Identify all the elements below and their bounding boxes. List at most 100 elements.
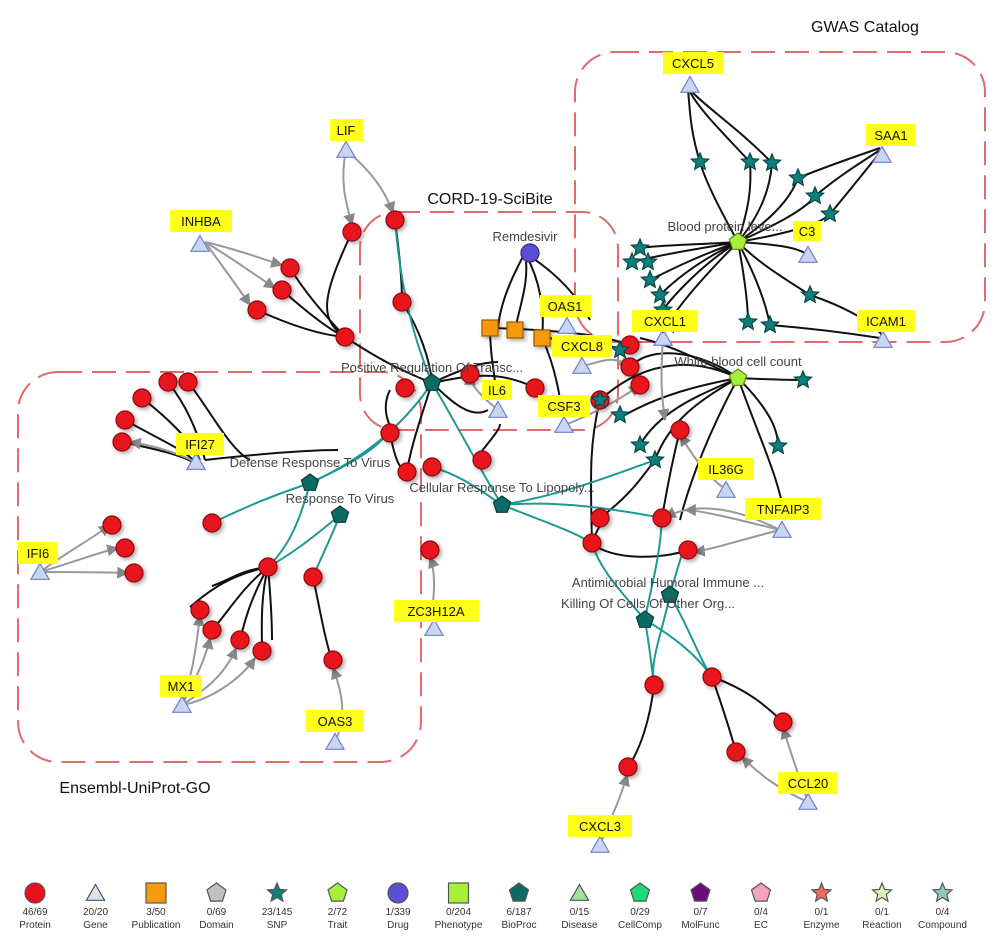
gene-node-3[interactable] [797, 245, 819, 263]
snp-node-20[interactable] [644, 449, 666, 469]
bioproc-node-1[interactable] [422, 373, 442, 391]
gene-label-cxcl3[interactable]: CXCL3 [568, 815, 632, 837]
protein-node-5[interactable] [272, 280, 292, 300]
protein-node-32[interactable] [620, 357, 640, 377]
gene-node-12[interactable] [185, 452, 207, 470]
gene-node-5[interactable] [335, 140, 357, 158]
gene-label-tnfaip3[interactable]: TNFAIP3 [745, 498, 821, 520]
gene-label-cxcl1[interactable]: CXCL1 [632, 310, 698, 332]
protein-node-13[interactable] [380, 423, 400, 443]
protein-node-11[interactable] [115, 410, 135, 430]
gene-label-csf3[interactable]: CSF3 [538, 395, 590, 417]
protein-node-9[interactable] [158, 372, 178, 392]
protein-node-27[interactable] [420, 540, 440, 560]
snp-node-9[interactable] [737, 311, 759, 331]
protein-node-24[interactable] [230, 630, 250, 650]
gene-label-ifi6[interactable]: IFI6 [18, 542, 58, 564]
protein-node-23[interactable] [202, 620, 222, 640]
protein-node-42[interactable] [726, 742, 746, 762]
bioproc-node-5[interactable] [635, 610, 655, 628]
gene-node-20[interactable] [589, 835, 611, 853]
bioproc-node-6[interactable] [660, 585, 680, 603]
protein-node-39[interactable] [644, 675, 664, 695]
snp-node-19[interactable] [609, 404, 631, 424]
snp-node-18[interactable] [767, 435, 789, 455]
snp-node-7[interactable] [799, 284, 821, 304]
protein-node-20[interactable] [258, 557, 278, 577]
protein-node-2[interactable] [342, 222, 362, 242]
snp-node-10[interactable] [649, 284, 671, 304]
snp-node-13[interactable] [639, 269, 661, 289]
gene-node-8[interactable] [652, 328, 674, 346]
gene-label-saa1[interactable]: SAA1 [866, 124, 916, 146]
legend-item-ec[interactable]: 0/4EC [750, 882, 772, 931]
gene-label-inhba[interactable]: INHBA [170, 210, 232, 232]
protein-node-36[interactable] [590, 508, 610, 528]
gene-label-oas1[interactable]: OAS1 [540, 295, 591, 317]
gene-node-18[interactable] [324, 732, 346, 750]
snp-node-11[interactable] [621, 251, 643, 271]
protein-node-43[interactable] [773, 712, 793, 732]
gene-label-il6[interactable]: IL6 [482, 380, 512, 400]
bioproc-node-4[interactable] [492, 495, 512, 513]
publication-node-3[interactable] [533, 329, 551, 347]
snp-node-2[interactable] [739, 151, 761, 171]
protein-node-22[interactable] [190, 600, 210, 620]
gene-node-17[interactable] [171, 695, 193, 713]
bioproc-node-2[interactable] [300, 473, 320, 491]
protein-node-14[interactable] [397, 462, 417, 482]
protein-node-3[interactable] [392, 292, 412, 312]
snp-node-3[interactable] [761, 152, 783, 172]
gene-label-ifi27[interactable]: IFI27 [176, 433, 224, 455]
protein-node-37[interactable] [652, 508, 672, 528]
gene-node-1[interactable] [679, 75, 701, 93]
gene-label-ccl20[interactable]: CCL20 [778, 772, 838, 794]
bioproc-node-3[interactable] [330, 505, 350, 523]
protein-node-4[interactable] [280, 258, 300, 278]
gene-label-c3[interactable]: C3 [793, 221, 821, 241]
protein-node-1[interactable] [385, 210, 405, 230]
protein-node-29[interactable] [525, 378, 545, 398]
gene-node-7[interactable] [556, 316, 578, 334]
protein-node-10[interactable] [178, 372, 198, 392]
snp-node-22[interactable] [589, 389, 611, 409]
gene-node-15[interactable] [771, 520, 793, 538]
gene-label-cxcl8[interactable]: CXCL8 [552, 335, 612, 357]
gene-label-il36g[interactable]: IL36G [698, 458, 754, 480]
snp-node-23[interactable] [609, 339, 631, 359]
protein-node-44[interactable] [395, 378, 415, 398]
protein-node-16[interactable] [102, 515, 122, 535]
protein-node-40[interactable] [702, 667, 722, 687]
gene-node-10[interactable] [487, 400, 509, 418]
snp-node-12[interactable] [629, 237, 651, 257]
protein-node-15[interactable] [422, 457, 442, 477]
snp-node-1[interactable] [689, 151, 711, 171]
protein-node-7[interactable] [335, 327, 355, 347]
gene-node-4[interactable] [872, 330, 894, 348]
protein-node-35[interactable] [582, 533, 602, 553]
gene-label-icam1[interactable]: ICAM1 [857, 310, 915, 332]
protein-node-34[interactable] [670, 420, 690, 440]
protein-node-6[interactable] [247, 300, 267, 320]
gene-label-oas3[interactable]: OAS3 [306, 710, 364, 732]
trait-node-blood-protein[interactable] [728, 232, 748, 250]
gene-label-mx1[interactable]: MX1 [160, 675, 202, 697]
protein-node-19[interactable] [202, 513, 222, 533]
protein-node-33[interactable] [630, 375, 650, 395]
protein-node-8[interactable] [132, 388, 152, 408]
protein-node-41[interactable] [618, 757, 638, 777]
protein-node-28[interactable] [460, 364, 480, 384]
